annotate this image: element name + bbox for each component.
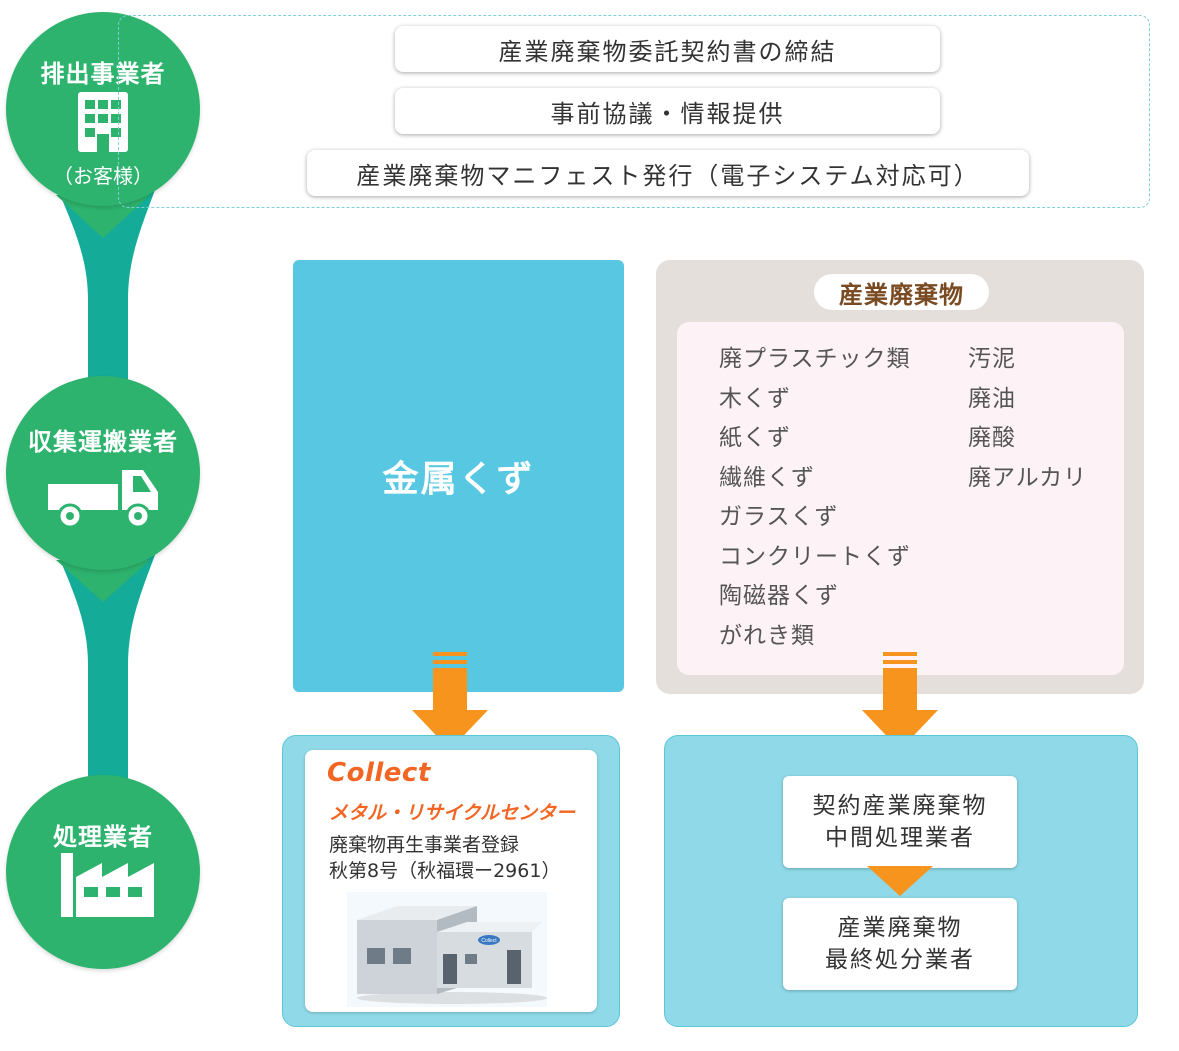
list-item: 繊維くず (719, 464, 815, 491)
factory-icon (61, 853, 154, 917)
list-item: コンクリートくず (719, 543, 911, 570)
waste-list-column-1: 廃プラスチック類 木くず 紙くず 繊維くず ガラスくず コンクリートくず 陶磁器… (719, 340, 911, 656)
facility-image: Collect (347, 892, 547, 1007)
truck-icon (48, 470, 158, 529)
transporter-title: 収集運搬業者 (28, 428, 178, 456)
collect-brand: Collect (327, 758, 431, 788)
flow-connector (56, 190, 155, 790)
emitter-title: 排出事業者 (40, 60, 166, 88)
emitter-procedures (118, 15, 1150, 208)
waste-down-arrow (862, 652, 938, 750)
metal-scrap-box: 金属くず (293, 260, 624, 692)
list-item: 陶磁器くず (719, 583, 839, 609)
emitter-subtitle: （お客様） (53, 164, 153, 188)
list-item: 廃酸 (968, 425, 1016, 451)
final-line-1: 産業廃棄物 (837, 915, 963, 941)
metal-scrap-label: 金属くず (382, 459, 535, 500)
final-line-2: 最終処分業者 (825, 947, 975, 973)
industrial-waste-list-box: 廃プラスチック類 木くず 紙くず 繊維くず ガラスくず コンクリートくず 陶磁器… (677, 322, 1124, 675)
facility-sign: Collect (481, 938, 497, 944)
industrial-waste-title: 産業廃棄物 (814, 274, 989, 310)
collect-card: Collect メタル・リサイクルセンター 廃棄物再生事業者登録 秋第8号（秋福… (305, 750, 597, 1012)
intermediate-line-1: 契約産業廃棄物 (812, 793, 988, 819)
building-icon (78, 92, 128, 152)
collect-center-name: メタル・リサイクルセンター (329, 802, 576, 824)
list-item: 木くず (719, 385, 791, 412)
list-item: ガラスくず (719, 504, 839, 530)
list-item: 廃プラスチック類 (719, 346, 911, 372)
transporter-node: 収集運搬業者 (6, 376, 200, 570)
emitter-node: 排出事業者 （お客様） (6, 12, 200, 206)
list-item: 廃油 (968, 385, 1016, 412)
process-flow: 排出事業者 （お客様） 収集運搬業者 処理業者 (0, 0, 230, 1051)
manifest-step: 産業廃棄物マニフェスト発行（電子システム対応可） (307, 150, 1029, 196)
list-item: 紙くず (719, 425, 791, 451)
processor-flow-arrow (867, 866, 933, 896)
intermediate-processor-box: 契約産業廃棄物 中間処理業者 (783, 776, 1017, 868)
contract-step: 産業廃棄物委託契約書の締結 (395, 26, 940, 72)
processor-node: 処理業者 (6, 775, 200, 969)
list-item: 汚泥 (968, 346, 1016, 372)
waste-list-column-2: 汚泥 廃油 廃酸 廃アルカリ (968, 340, 1087, 498)
list-item: 廃アルカリ (968, 464, 1088, 491)
registration-line-1: 廃棄物再生事業者登録 (329, 834, 520, 856)
processor-title: 処理業者 (53, 823, 153, 851)
intermediate-line-2: 中間処理業者 (825, 825, 975, 851)
consultation-step: 事前協議・情報提供 (395, 88, 940, 134)
registration-line-2: 秋第8号（秋福環ー2961） (329, 860, 561, 882)
final-disposal-box: 産業廃棄物 最終処分業者 (783, 898, 1017, 990)
list-item: がれき類 (719, 622, 815, 649)
metal-down-arrow (412, 652, 488, 750)
